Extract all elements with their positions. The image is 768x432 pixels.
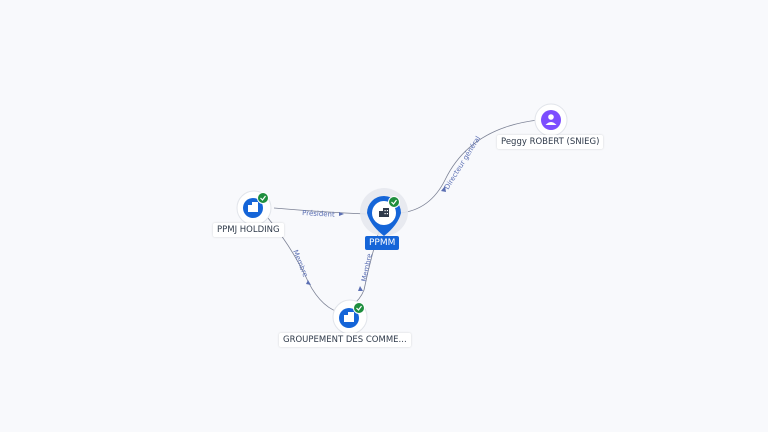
building-icon — [379, 208, 389, 217]
edge-label-president: Président — [302, 209, 335, 219]
node-groupement[interactable] — [332, 299, 368, 335]
verified-badge-icon — [388, 196, 400, 208]
building-icon — [248, 202, 258, 212]
edge-label-membre-ppmm: Membre — [360, 253, 374, 283]
person-icon — [545, 114, 557, 125]
node-label-peggy-robert[interactable]: Peggy ROBERT (SNIEG) — [497, 135, 604, 149]
node-label-ppmj-holding[interactable]: PPMJ HOLDING — [213, 223, 284, 237]
edge-label-directeur-general: Directeur général — [443, 135, 482, 191]
node-label-groupement[interactable]: GROUPEMENT DES COMME... — [279, 333, 411, 347]
edge-label-membre-ppmj: Membre — [291, 249, 309, 279]
building-icon — [344, 312, 354, 322]
edge-president: Président — [273, 207, 367, 219]
edge-directeur-general: Directeur général — [399, 119, 539, 214]
node-label-ppmm[interactable]: PPMM — [365, 236, 400, 250]
verified-badge-icon — [257, 192, 269, 204]
node-ppmm[interactable] — [360, 188, 408, 236]
verified-badge-icon — [353, 302, 365, 314]
node-ppmj-holding[interactable] — [236, 190, 272, 226]
node-peggy-robert[interactable] — [534, 103, 568, 137]
